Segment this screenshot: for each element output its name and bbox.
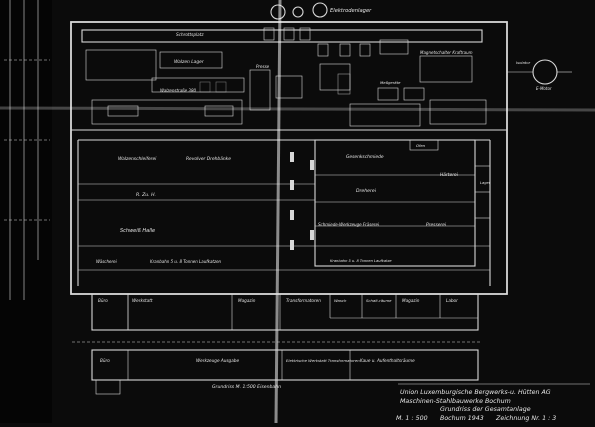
label-row3-left: Schweiß Halle: [120, 228, 155, 234]
title-number: Zeichnung Nr. 1 : 3: [495, 415, 556, 422]
label-row4-left: Wäscherei: [96, 259, 118, 264]
fold-crease: [274, 0, 282, 424]
label-row2-far-right: Lager: [480, 181, 491, 185]
office-upper-3: Transformatoren: [286, 298, 321, 303]
grundriss-caption: Grundriss M. 1:500 Eisenbahn: [212, 384, 281, 390]
label-row3-right: Presserei: [426, 222, 447, 228]
label-row1-mid: Revolver Drehbänke: [186, 156, 231, 162]
office-upper-2: Magazin: [238, 298, 256, 303]
label-row2-left: R. Zu. H.: [136, 192, 156, 198]
label-row4-right: Kranbahn 5 u. 8 Tonnen Laufkatze: [330, 259, 392, 263]
title-line-1: Union Luxemburgische Bergwerks-u. Hütten…: [400, 388, 551, 396]
title-block: Union Luxemburgische Bergwerks-u. Hütten…: [396, 383, 590, 422]
lower-office-row: [72, 341, 480, 395]
upper-office-row: [91, 293, 479, 331]
label-row1-left: Walzenschleiferei: [118, 156, 157, 162]
top-machine-area: [81, 2, 487, 127]
label-magnetschalter: Magnetschalter Kraftraum: [420, 50, 473, 55]
office-upper-0: Büro: [98, 298, 108, 303]
hall-labels: Walzenschleiferei Revolver Drehbänke Ges…: [96, 143, 491, 264]
label-row2-right: Dreherei: [356, 188, 377, 194]
label-e-motor: E-Motor: [536, 86, 552, 91]
label-walzenstrasse: Walzenstraße 380: [160, 88, 196, 93]
office-upper-7: Labor: [446, 298, 458, 303]
title-line-2: Maschinen-Stahlbauwerke Bochum: [400, 397, 511, 405]
fold-crease-horizontal: [0, 106, 595, 112]
label-isolator: Isolator: [516, 60, 531, 65]
office-lower-3: Kaue u. Aufenthaltsräume: [360, 358, 415, 363]
title-date: Bochum 1943: [440, 415, 484, 422]
title-scale: M. 1 : 500: [396, 415, 428, 422]
label-messgeraete: Meßgeräte: [380, 80, 401, 85]
upper-office-labels: Büro Werkstatt Magazin Transformatoren W…: [98, 298, 458, 303]
label-presse: Presse: [256, 64, 270, 69]
left-edge-strip: [0, 0, 52, 423]
office-upper-5: Schalt-räume: [366, 298, 392, 303]
label-box-right: Ofen: [416, 143, 426, 148]
label-row1-right: Gesenkschmiede: [346, 154, 384, 160]
e-motor-symbol: [507, 59, 572, 85]
office-lower-1: Werkzeuge Ausgabe: [196, 358, 239, 363]
label-row3-mid: Schmiede-Werkzeuge Fräserei: [318, 222, 380, 227]
label-elektrodenlager: Schrottsplatz: [176, 32, 204, 37]
label-row4-mid: Kranbahn 5 u. 8 Tonnen Laufkatzen: [150, 259, 222, 264]
title-line-3: Grundriss der Gesamtanlage: [440, 405, 531, 413]
office-upper-6: Magazin: [402, 298, 420, 303]
label-row1-far-right: Härterei: [440, 172, 459, 178]
lower-office-labels: Büro Werkzeuge Ausgabe Elektrische Werks…: [100, 358, 415, 363]
column-pillars: [290, 152, 314, 250]
hall-grid: [78, 139, 490, 271]
label-walzen-lager: Walzen Lager: [174, 59, 205, 65]
office-lower-2: Elektrische Werkstatt Transformatoren: [286, 358, 360, 363]
machine-row: [263, 2, 371, 57]
label-schrottsplatz: Elektrodenlager: [330, 8, 372, 14]
office-upper-4: Wasch: [334, 298, 347, 303]
office-lower-0: Büro: [100, 358, 110, 363]
top-labels: Elektrodenlager Schrottsplatz Walzen Lag…: [160, 8, 552, 93]
office-upper-1: Werkstatt: [132, 298, 153, 303]
